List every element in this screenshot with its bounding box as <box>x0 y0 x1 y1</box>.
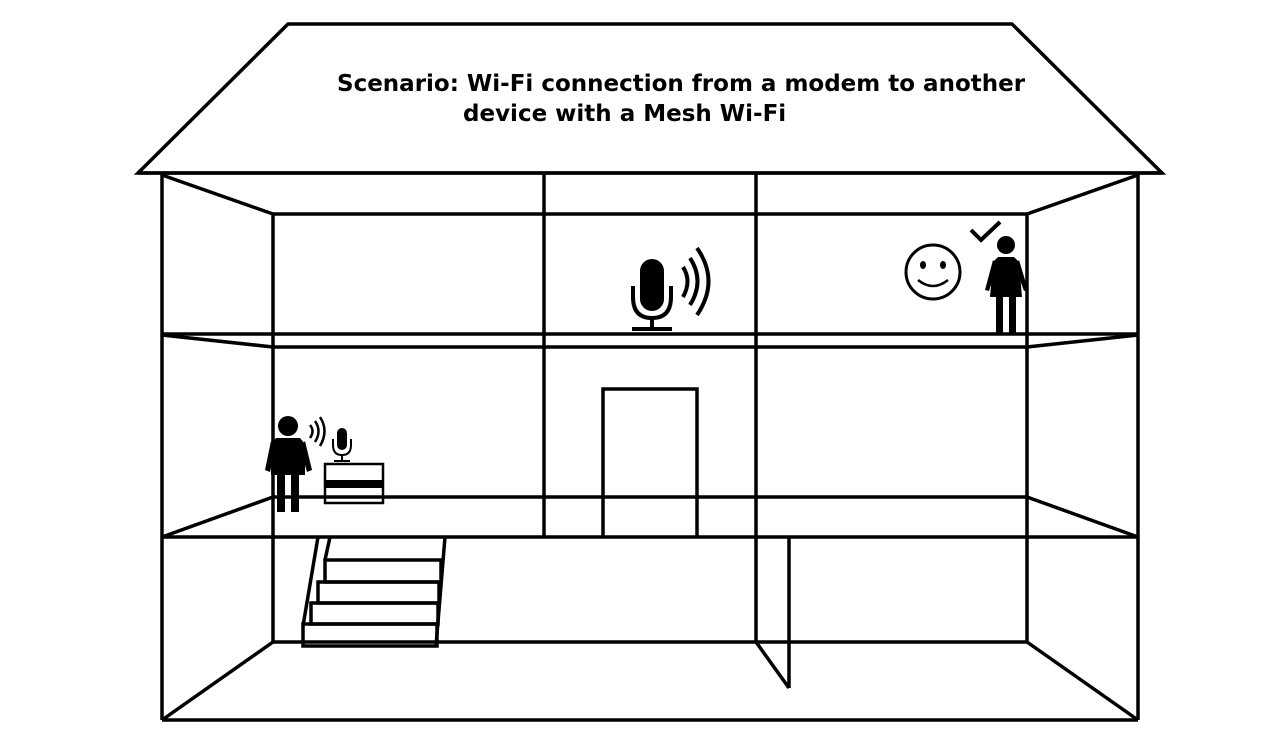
voice-waves-icon <box>308 416 326 447</box>
checkmark-icon <box>969 220 1002 243</box>
woman-icon <box>985 236 1028 334</box>
house-outline <box>138 171 1162 722</box>
microphone-icon <box>631 259 673 331</box>
scenario-title-line-1: Scenario: Wi-Fi connection from a modem … <box>337 71 1026 97</box>
scenario-title-line-2: device with a Mesh Wi-Fi <box>463 101 786 127</box>
person-icon <box>265 416 312 512</box>
roof <box>133 22 1167 175</box>
sound-waves-icon <box>681 246 711 317</box>
staircase <box>301 536 447 648</box>
modem-icon <box>323 462 385 505</box>
doorway <box>601 387 699 537</box>
smiley-face-icon <box>904 243 962 301</box>
smart-speaker-icon <box>332 428 352 462</box>
